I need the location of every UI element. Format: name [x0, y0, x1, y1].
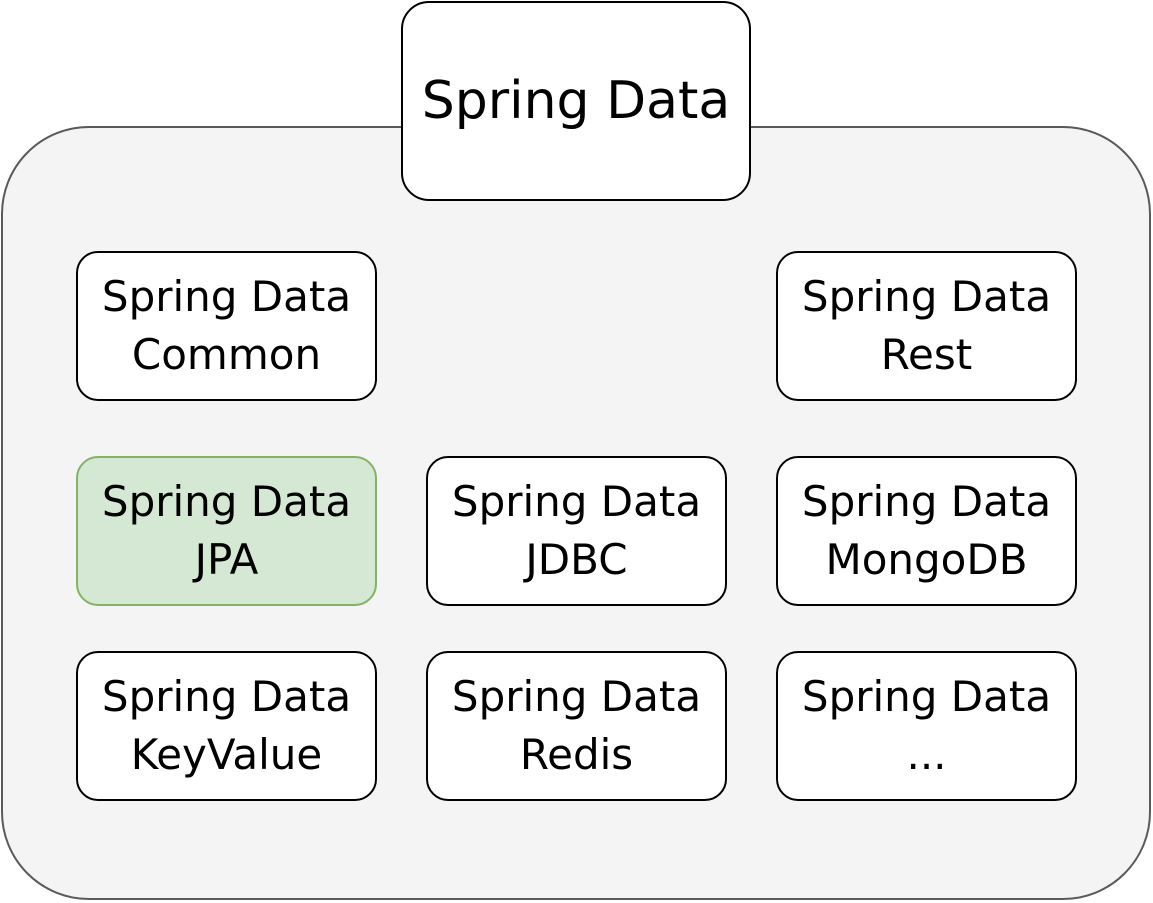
- module-mongodb: Spring Data MongoDB: [776, 456, 1077, 606]
- spring-data-title-box: Spring Data: [401, 1, 751, 201]
- module-jpa-line2: JPA: [194, 535, 259, 584]
- module-redis: Spring Data Redis: [426, 651, 727, 801]
- module-redis-line1: Spring Data: [451, 672, 702, 721]
- module-more: Spring Data ...: [776, 651, 1077, 801]
- spring-data-title: Spring Data: [421, 71, 731, 131]
- module-common-line2: Common: [131, 330, 322, 379]
- module-rest-line1: Spring Data: [801, 272, 1052, 321]
- module-more-line2: ...: [906, 730, 947, 779]
- module-mongodb-line1: Spring Data: [801, 477, 1052, 526]
- module-more-line1: Spring Data: [801, 672, 1052, 721]
- module-jdbc: Spring Data JDBC: [426, 456, 727, 606]
- module-rest: Spring Data Rest: [776, 251, 1077, 401]
- module-keyvalue-line2: KeyValue: [130, 730, 323, 779]
- module-common-line1: Spring Data: [101, 272, 352, 321]
- module-common: Spring Data Common: [76, 251, 377, 401]
- module-keyvalue-line1: Spring Data: [101, 672, 352, 721]
- module-mongodb-line2: MongoDB: [825, 535, 1028, 584]
- module-jdbc-line2: JDBC: [525, 535, 628, 584]
- module-keyvalue: Spring Data KeyValue: [76, 651, 377, 801]
- module-jpa: Spring Data JPA: [76, 456, 377, 606]
- module-jpa-line1: Spring Data: [101, 477, 352, 526]
- module-redis-line2: Redis: [519, 730, 634, 779]
- module-rest-line2: Rest: [880, 330, 973, 379]
- module-jdbc-line1: Spring Data: [451, 477, 702, 526]
